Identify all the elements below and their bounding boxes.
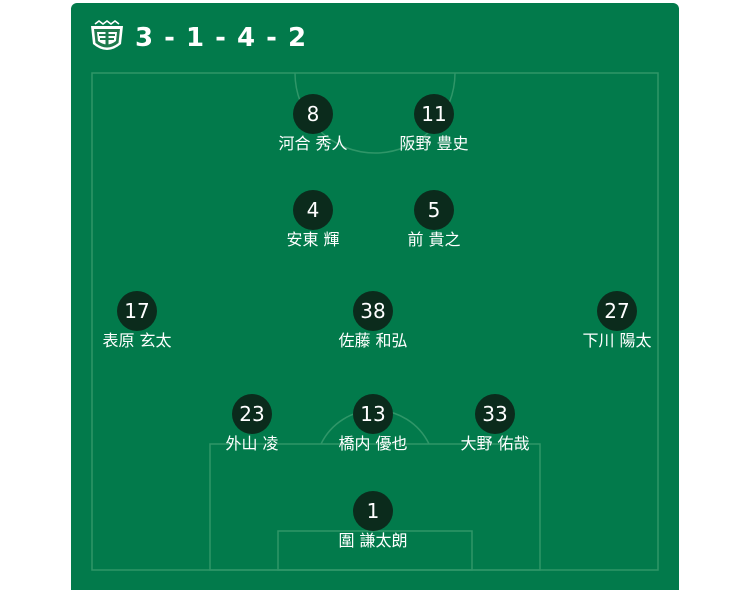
player-card[interactable]: 8 河合 秀人 bbox=[253, 94, 373, 154]
player-card[interactable]: 11 阪野 豊史 bbox=[374, 94, 494, 154]
player-name: 阪野 豊史 bbox=[399, 134, 469, 153]
player-name: 下川 陽太 bbox=[582, 331, 652, 350]
player-name: 表原 玄太 bbox=[102, 331, 172, 350]
player-card[interactable]: 17 表原 玄太 bbox=[77, 291, 197, 351]
player-number-badge: 33 bbox=[475, 394, 515, 434]
club-crest-icon bbox=[91, 20, 123, 50]
player-card[interactable]: 13 橋内 優也 bbox=[313, 394, 433, 454]
player-name: 安東 輝 bbox=[286, 230, 340, 249]
player-card[interactable]: 4 安東 輝 bbox=[253, 190, 373, 250]
player-number-badge: 1 bbox=[353, 491, 393, 531]
player-card[interactable]: 1 圍 謙太朗 bbox=[313, 491, 433, 551]
player-name: 河合 秀人 bbox=[278, 134, 348, 153]
player-number-badge: 8 bbox=[293, 94, 333, 134]
player-name: 佐藤 和弘 bbox=[338, 331, 408, 350]
player-card[interactable]: 5 前 貴之 bbox=[374, 190, 494, 250]
player-number-badge: 27 bbox=[597, 291, 637, 331]
player-name: 外山 凌 bbox=[225, 434, 279, 453]
player-card[interactable]: 38 佐藤 和弘 bbox=[313, 291, 433, 351]
player-number-badge: 38 bbox=[353, 291, 393, 331]
player-name: 大野 佑哉 bbox=[460, 434, 530, 453]
player-name: 圍 謙太朗 bbox=[338, 531, 408, 550]
player-name: 橋内 優也 bbox=[338, 434, 408, 453]
player-number-badge: 17 bbox=[117, 291, 157, 331]
formation-header: 3 - 1 - 4 - 2 bbox=[87, 20, 308, 55]
player-card[interactable]: 33 大野 佑哉 bbox=[435, 394, 555, 454]
player-card[interactable]: 27 下川 陽太 bbox=[557, 291, 677, 351]
formation-label: 3 - 1 - 4 - 2 bbox=[135, 23, 308, 53]
player-number-badge: 5 bbox=[414, 190, 454, 230]
player-number-badge: 4 bbox=[293, 190, 333, 230]
player-number-badge: 23 bbox=[232, 394, 272, 434]
player-name: 前 貴之 bbox=[407, 230, 461, 249]
player-number-badge: 11 bbox=[414, 94, 454, 134]
player-number-badge: 13 bbox=[353, 394, 393, 434]
lineup-board: 3 - 1 - 4 - 2 8 河合 秀人 11 阪野 豊史 4 安東 輝 5 … bbox=[71, 3, 679, 590]
player-card[interactable]: 23 外山 凌 bbox=[192, 394, 312, 454]
